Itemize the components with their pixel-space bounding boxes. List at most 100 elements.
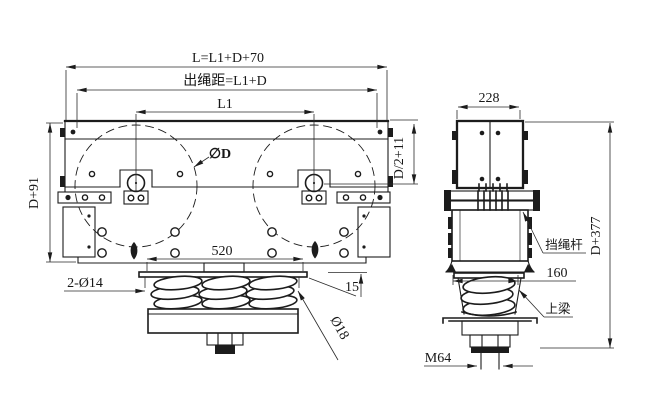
dim-body-width-label: 228 [479, 91, 500, 106]
side-body [452, 119, 528, 190]
washer [471, 347, 509, 353]
callout-rope-guard: 挡绳杆 [522, 211, 586, 254]
bolt-tip [215, 345, 235, 354]
edge-tab [388, 176, 393, 187]
coil-spring [198, 275, 251, 310]
side-plate-dot [362, 214, 366, 218]
rope-guard-bar [447, 200, 537, 211]
side-plate-dot [87, 245, 91, 249]
bracket-hole [81, 194, 89, 201]
hole-pattern [88, 170, 362, 260]
edge-tab [388, 128, 393, 137]
bottom-flare [445, 260, 535, 273]
side-dimensions: 228 D+377 挡绳杆 160 上梁 [424, 91, 614, 369]
bar-bracket-right [336, 191, 391, 204]
dim-total-height-label: D+377 [589, 216, 604, 255]
center-boss [203, 262, 245, 273]
dim-thread: M64 [424, 351, 533, 369]
hex-nut [206, 332, 244, 346]
dim-plate-thickness-label: 15 [345, 280, 359, 295]
bar-bracket-left [57, 191, 112, 204]
side-plate-left [62, 206, 96, 258]
plate-hole [267, 227, 277, 237]
rope-guard-label: 挡绳杆 [545, 238, 583, 252]
lower-housing [445, 209, 535, 273]
dim-top-to-axle-label: D/2+11 [392, 137, 407, 179]
axle-bracket-hole [127, 194, 135, 202]
plate-hole [97, 227, 107, 237]
side-plate-right [357, 206, 391, 258]
hex-nut-side-facets [481, 334, 499, 348]
hex-nut-side [469, 334, 511, 348]
plate-hole [354, 170, 362, 178]
bracket-hole [342, 194, 350, 201]
dim-seat-holes-label: 2-Ø14 [67, 276, 103, 291]
dim-body-width: 228 [456, 91, 521, 119]
plate-hole [176, 170, 184, 178]
rope-groove-marker [311, 241, 319, 259]
front-view: L=L1+D+70 出绳距=L1+D L1 ∅D D/2+11 [27, 51, 418, 361]
dim-spring-seat-width: 160 [452, 266, 576, 285]
dim-thread-label: M64 [425, 351, 451, 366]
plate-hole [97, 248, 107, 258]
dim-seat-width: 520 [146, 244, 304, 271]
dim-rope-exit: 出绳距=L1+D [76, 73, 378, 128]
beam-block [461, 320, 519, 336]
dim-body-height: D+91 [27, 122, 76, 263]
callout-upper-beam: 上梁 [518, 289, 573, 318]
axle-bracket-hole [315, 194, 323, 202]
dim-body-height-label: D+91 [27, 177, 42, 209]
dim-top-to-axle: D/2+11 [324, 119, 418, 185]
sheave-left [74, 114, 198, 248]
plate-hole [170, 227, 180, 237]
rope-groove-marker [130, 242, 138, 260]
dim-seat-holes: 2-Ø14 [64, 276, 145, 294]
bolt-dot [70, 129, 76, 135]
bracket-hole [98, 194, 106, 201]
bolt-shank [480, 352, 500, 370]
sheave-right [252, 114, 376, 248]
spring-bottom-seat [461, 311, 517, 317]
coil-spring [245, 275, 298, 310]
dim-sheave-diameter-label: ∅D [209, 147, 231, 162]
spring-assembly-side [442, 272, 538, 370]
axle-bracket-hole [137, 194, 145, 202]
bolt-dot [377, 129, 383, 135]
coil-spring [150, 275, 203, 310]
rope-guard-bar [447, 190, 537, 201]
seat-hole-lines [144, 277, 300, 288]
side-plate-dot [87, 214, 91, 218]
edge-tab [60, 176, 65, 187]
dim-plate-thickness: 15 [308, 272, 367, 297]
side-view: 228 D+377 挡绳杆 160 上梁 [424, 91, 614, 370]
side-plate-dot [362, 245, 366, 249]
dim-center-distance-label: L1 [217, 97, 233, 112]
plate-hole [170, 248, 180, 258]
dim-wire-diameter-label: Ø18 [327, 314, 352, 342]
edge-tab [60, 128, 65, 137]
plate-hole [88, 170, 96, 178]
plate-hole [267, 248, 277, 258]
dim-seat-width-label: 520 [212, 244, 233, 259]
lower-beam-plate [147, 308, 299, 334]
dim-total-height: D+377 [525, 121, 614, 349]
plate-hole [339, 248, 349, 258]
plate-hole [266, 170, 274, 178]
dim-overall-length: L=L1+D+70 [65, 51, 388, 120]
spring-assembly-front [138, 262, 308, 354]
bracket-hole [359, 194, 367, 201]
axle-bracket-right [301, 190, 327, 205]
hex-nut-facets [217, 332, 233, 346]
dim-overall-length-label: L=L1+D+70 [192, 51, 264, 66]
dim-spring-seat-width-label: 160 [547, 266, 568, 281]
upper-beam-label: 上梁 [545, 301, 571, 316]
dim-sheave-diameter: ∅D [193, 147, 231, 168]
axle-bracket-left [123, 190, 149, 205]
bracket-hole [377, 194, 383, 201]
axle-bracket-hole [305, 194, 313, 202]
front-plate-body [60, 119, 393, 193]
upper-beam-flange [442, 317, 538, 324]
bracket-hole [65, 194, 71, 201]
